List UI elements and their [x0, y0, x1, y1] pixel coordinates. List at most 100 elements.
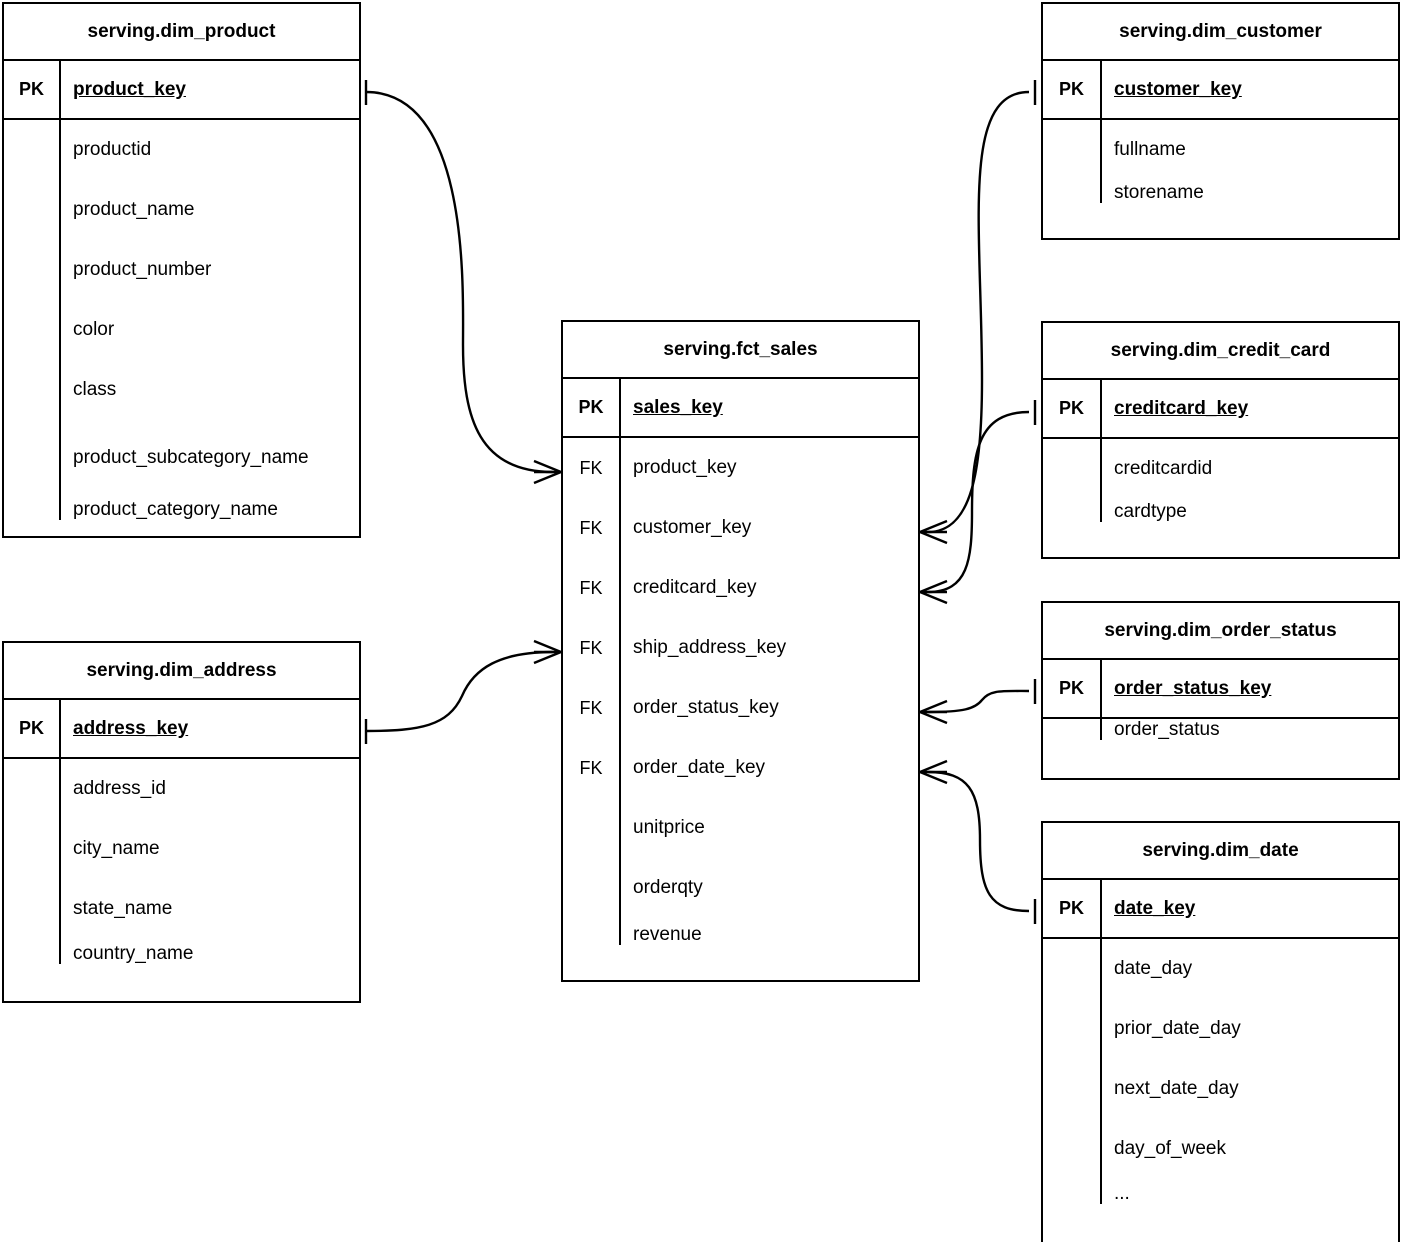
entity-dim-date-title: serving.dim_date: [1043, 823, 1398, 880]
attr-name[interactable]: order_status_key: [633, 697, 779, 719]
entity-dim-order-status-attributes: order_status: [1043, 719, 1398, 741]
attr-key: [4, 759, 59, 819]
rel-address-sales-line: [365, 650, 554, 733]
attr-name[interactable]: revenue: [633, 924, 702, 945]
attr-key: [1043, 499, 1100, 522]
attr-name[interactable]: ship_address_key: [633, 637, 787, 659]
entity-fct-sales-title: serving.fct_sales: [563, 322, 918, 379]
attr-name[interactable]: order_status: [1114, 719, 1220, 740]
attr-name[interactable]: city_name: [73, 838, 160, 860]
attr-name[interactable]: customer_key: [633, 517, 752, 539]
attr-key: [4, 879, 59, 939]
attr-key-fk: FK: [579, 697, 603, 718]
attr-name[interactable]: productid: [73, 139, 152, 161]
entity-dim-date-pk-badge: PK: [1043, 880, 1102, 937]
entity-fct-sales-pk-row[interactable]: PK sales_key: [563, 379, 918, 438]
entity-dim-product-pk-row[interactable]: PK product_key: [4, 61, 359, 120]
attr-name[interactable]: product_key: [633, 457, 737, 479]
rel-product-sales-line: [365, 90, 554, 474]
attr-key: [4, 939, 59, 964]
entity-dim-customer[interactable]: serving.dim_customer PK customer_key ful…: [1041, 2, 1400, 240]
rel-sales-customer-line: [927, 90, 1030, 534]
attr-key-fk: FK: [579, 637, 603, 658]
attr-name[interactable]: class: [73, 379, 117, 401]
attr-name[interactable]: orderqty: [633, 877, 703, 899]
rel-sales-customer-crowsfoot: [919, 519, 948, 545]
attr-name[interactable]: unitprice: [633, 817, 705, 839]
entity-dim-customer-pk-badge: PK: [1043, 61, 1102, 118]
attr-name[interactable]: product_category_name: [73, 499, 278, 520]
attr-key-fk: FK: [579, 457, 603, 478]
entity-dim-customer-title: serving.dim_customer: [1043, 4, 1398, 61]
rel-sales-creditcard-crowsfoot: [919, 579, 948, 605]
attr-key: [4, 300, 59, 360]
entity-dim-credit-card-pk-row[interactable]: PK creditcard_key: [1043, 380, 1398, 439]
rel-sales-customer: [919, 80, 1037, 545]
attr-name[interactable]: product_name: [73, 199, 195, 221]
entity-dim-credit-card-attributes: creditcardid cardtype: [1043, 439, 1398, 523]
entity-dim-date[interactable]: serving.dim_date PK date_key date_day pr…: [1041, 821, 1400, 1242]
entity-dim-date-attr-names: date_day prior_date_day next_date_day da…: [1102, 939, 1398, 1204]
entity-dim-credit-card-attr-names: creditcardid cardtype: [1102, 439, 1398, 522]
attr-name[interactable]: product_number: [73, 259, 212, 281]
attr-key: [1043, 439, 1100, 499]
entity-dim-address-pk-row[interactable]: PK address_key: [4, 700, 359, 759]
attr-name[interactable]: next_date_day: [1114, 1078, 1239, 1100]
attr-key: [1043, 1059, 1100, 1119]
entity-dim-date-pk-row[interactable]: PK date_key: [1043, 880, 1398, 939]
entity-dim-customer-attributes: fullname storename: [1043, 120, 1398, 204]
attr-name[interactable]: color: [73, 319, 115, 341]
attr-name[interactable]: ...: [1114, 1183, 1130, 1204]
attr-key: [1043, 999, 1100, 1059]
attr-name[interactable]: state_name: [73, 898, 173, 920]
entity-dim-order-status-title: serving.dim_order_status: [1043, 603, 1398, 660]
entity-dim-order-status-pk-badge: PK: [1043, 660, 1102, 717]
entity-dim-product-pk-badge: PK: [4, 61, 61, 118]
entity-fct-sales-pk-name: sales_key: [633, 396, 723, 418]
entity-dim-order-status-pk-name: order_status_key: [1114, 677, 1272, 699]
attr-name[interactable]: creditcard_key: [633, 577, 757, 599]
entity-dim-address[interactable]: serving.dim_address PK address_key addre…: [2, 641, 361, 1003]
entity-dim-customer-attr-keys: [1043, 120, 1102, 204]
entity-dim-customer-pk-row[interactable]: PK customer_key: [1043, 61, 1398, 120]
rel-address-sales: [364, 639, 562, 744]
attr-name[interactable]: day_of_week: [1114, 1138, 1226, 1160]
entity-dim-credit-card-title: serving.dim_credit_card: [1043, 323, 1398, 380]
entity-dim-credit-card[interactable]: serving.dim_credit_card PK creditcard_ke…: [1041, 321, 1400, 559]
entity-dim-date-pk-name: date_key: [1114, 897, 1196, 919]
attr-name[interactable]: storename: [1114, 182, 1204, 203]
attr-key: [1043, 719, 1100, 740]
attr-name[interactable]: product_subcategory_name: [73, 446, 309, 468]
attr-key: [1043, 939, 1100, 999]
attr-key: [4, 495, 59, 520]
attr-name[interactable]: date_day: [1114, 958, 1193, 980]
attr-key: [4, 240, 59, 300]
rel-sales-orderstatus: [919, 679, 1037, 725]
attr-name[interactable]: order_date_key: [633, 757, 766, 779]
entity-fct-sales[interactable]: serving.fct_sales PK sales_key FK FK FK …: [561, 320, 920, 982]
attr-key: [563, 858, 619, 918]
entity-dim-credit-card-pk-badge: PK: [1043, 380, 1102, 437]
entity-dim-customer-pk-name: customer_key: [1114, 78, 1242, 100]
entity-dim-order-status[interactable]: serving.dim_order_status PK order_status…: [1041, 601, 1400, 780]
attr-key: [563, 798, 619, 858]
entity-fct-sales-pk-badge: PK: [563, 379, 621, 436]
entity-dim-order-status-pk-row[interactable]: PK order_status_key: [1043, 660, 1398, 719]
rel-sales-creditcard-line: [927, 410, 1030, 594]
attr-name[interactable]: cardtype: [1114, 501, 1187, 522]
entity-dim-credit-card-attr-keys: [1043, 439, 1102, 523]
attr-name[interactable]: fullname: [1114, 139, 1186, 161]
rel-sales-creditcard: [919, 400, 1037, 605]
entity-fct-sales-attr-keys: FK FK FK FK FK FK: [563, 438, 621, 946]
attr-name[interactable]: prior_date_day: [1114, 1018, 1241, 1040]
attr-name[interactable]: address_id: [73, 778, 166, 800]
entity-dim-address-attr-keys: [4, 759, 61, 965]
attr-key: [1043, 1119, 1100, 1179]
attr-key-fk: FK: [579, 517, 603, 538]
attr-name[interactable]: country_name: [73, 943, 194, 964]
entity-dim-product[interactable]: serving.dim_product PK product_key produ…: [2, 2, 361, 538]
entity-dim-address-attributes: address_id city_name state_name country_…: [4, 759, 359, 965]
attr-name[interactable]: creditcardid: [1114, 458, 1213, 480]
entity-dim-product-title: serving.dim_product: [4, 4, 359, 61]
